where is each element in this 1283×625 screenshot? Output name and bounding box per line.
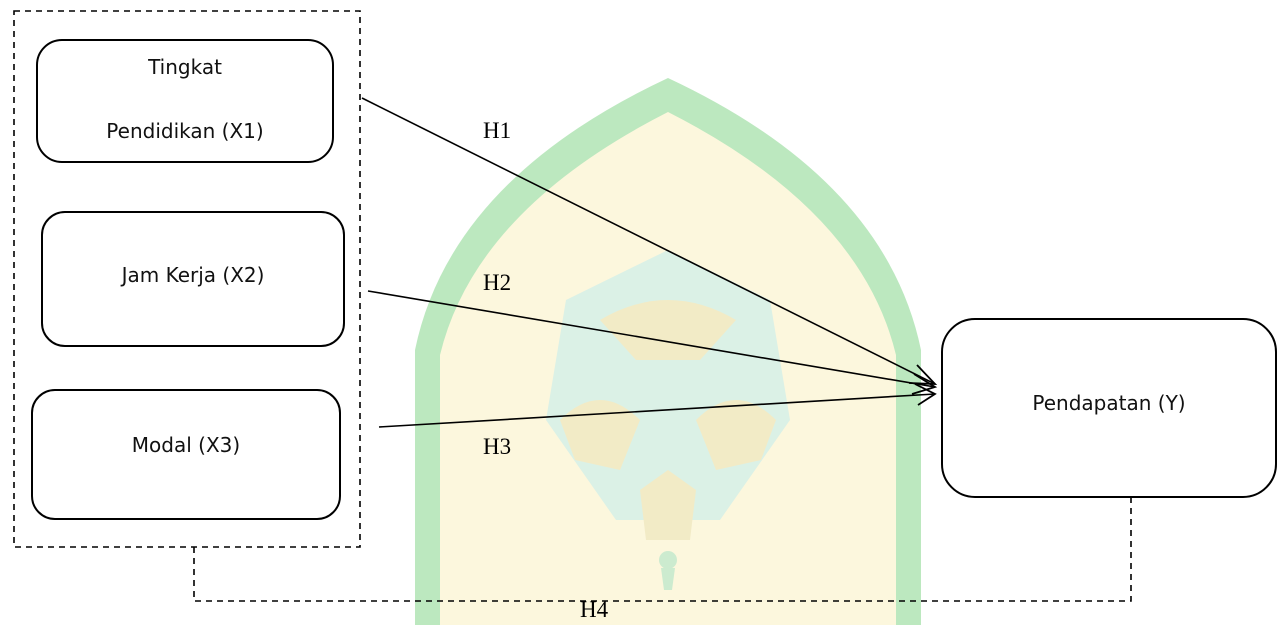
tingkat-pendidikan-label-line2: Pendidikan (X1)	[106, 119, 264, 143]
h1-arrowhead	[908, 364, 938, 385]
h1-label: H1	[483, 118, 512, 143]
h3-arrowhead	[914, 383, 937, 406]
pendapatan-box: Pendapatan (Y)	[941, 318, 1277, 498]
h2-arrowhead	[911, 373, 938, 395]
tingkat-pendidikan-box: Tingkat Pendidikan (X1)	[36, 39, 334, 163]
modal-label: Modal (X3)	[131, 432, 241, 457]
h4-connector	[193, 492, 1132, 602]
independent-variables-group	[13, 10, 361, 548]
pendapatan-label: Pendapatan (Y)	[1032, 391, 1186, 415]
h2-arrow	[367, 290, 936, 388]
h2-label: H2	[483, 270, 512, 295]
h3-arrow	[378, 393, 936, 428]
tingkat-pendidikan-label-line1: Tingkat	[148, 55, 222, 79]
jam-kerja-label: Jam Kerja (X2)	[121, 263, 265, 287]
h1-arrow	[361, 97, 936, 385]
modal-box: Modal (X3)	[31, 389, 341, 520]
jam-kerja-box: Jam Kerja (X2)	[41, 211, 345, 347]
h4-label: H4	[580, 597, 609, 622]
h3-label: H3	[483, 434, 512, 459]
